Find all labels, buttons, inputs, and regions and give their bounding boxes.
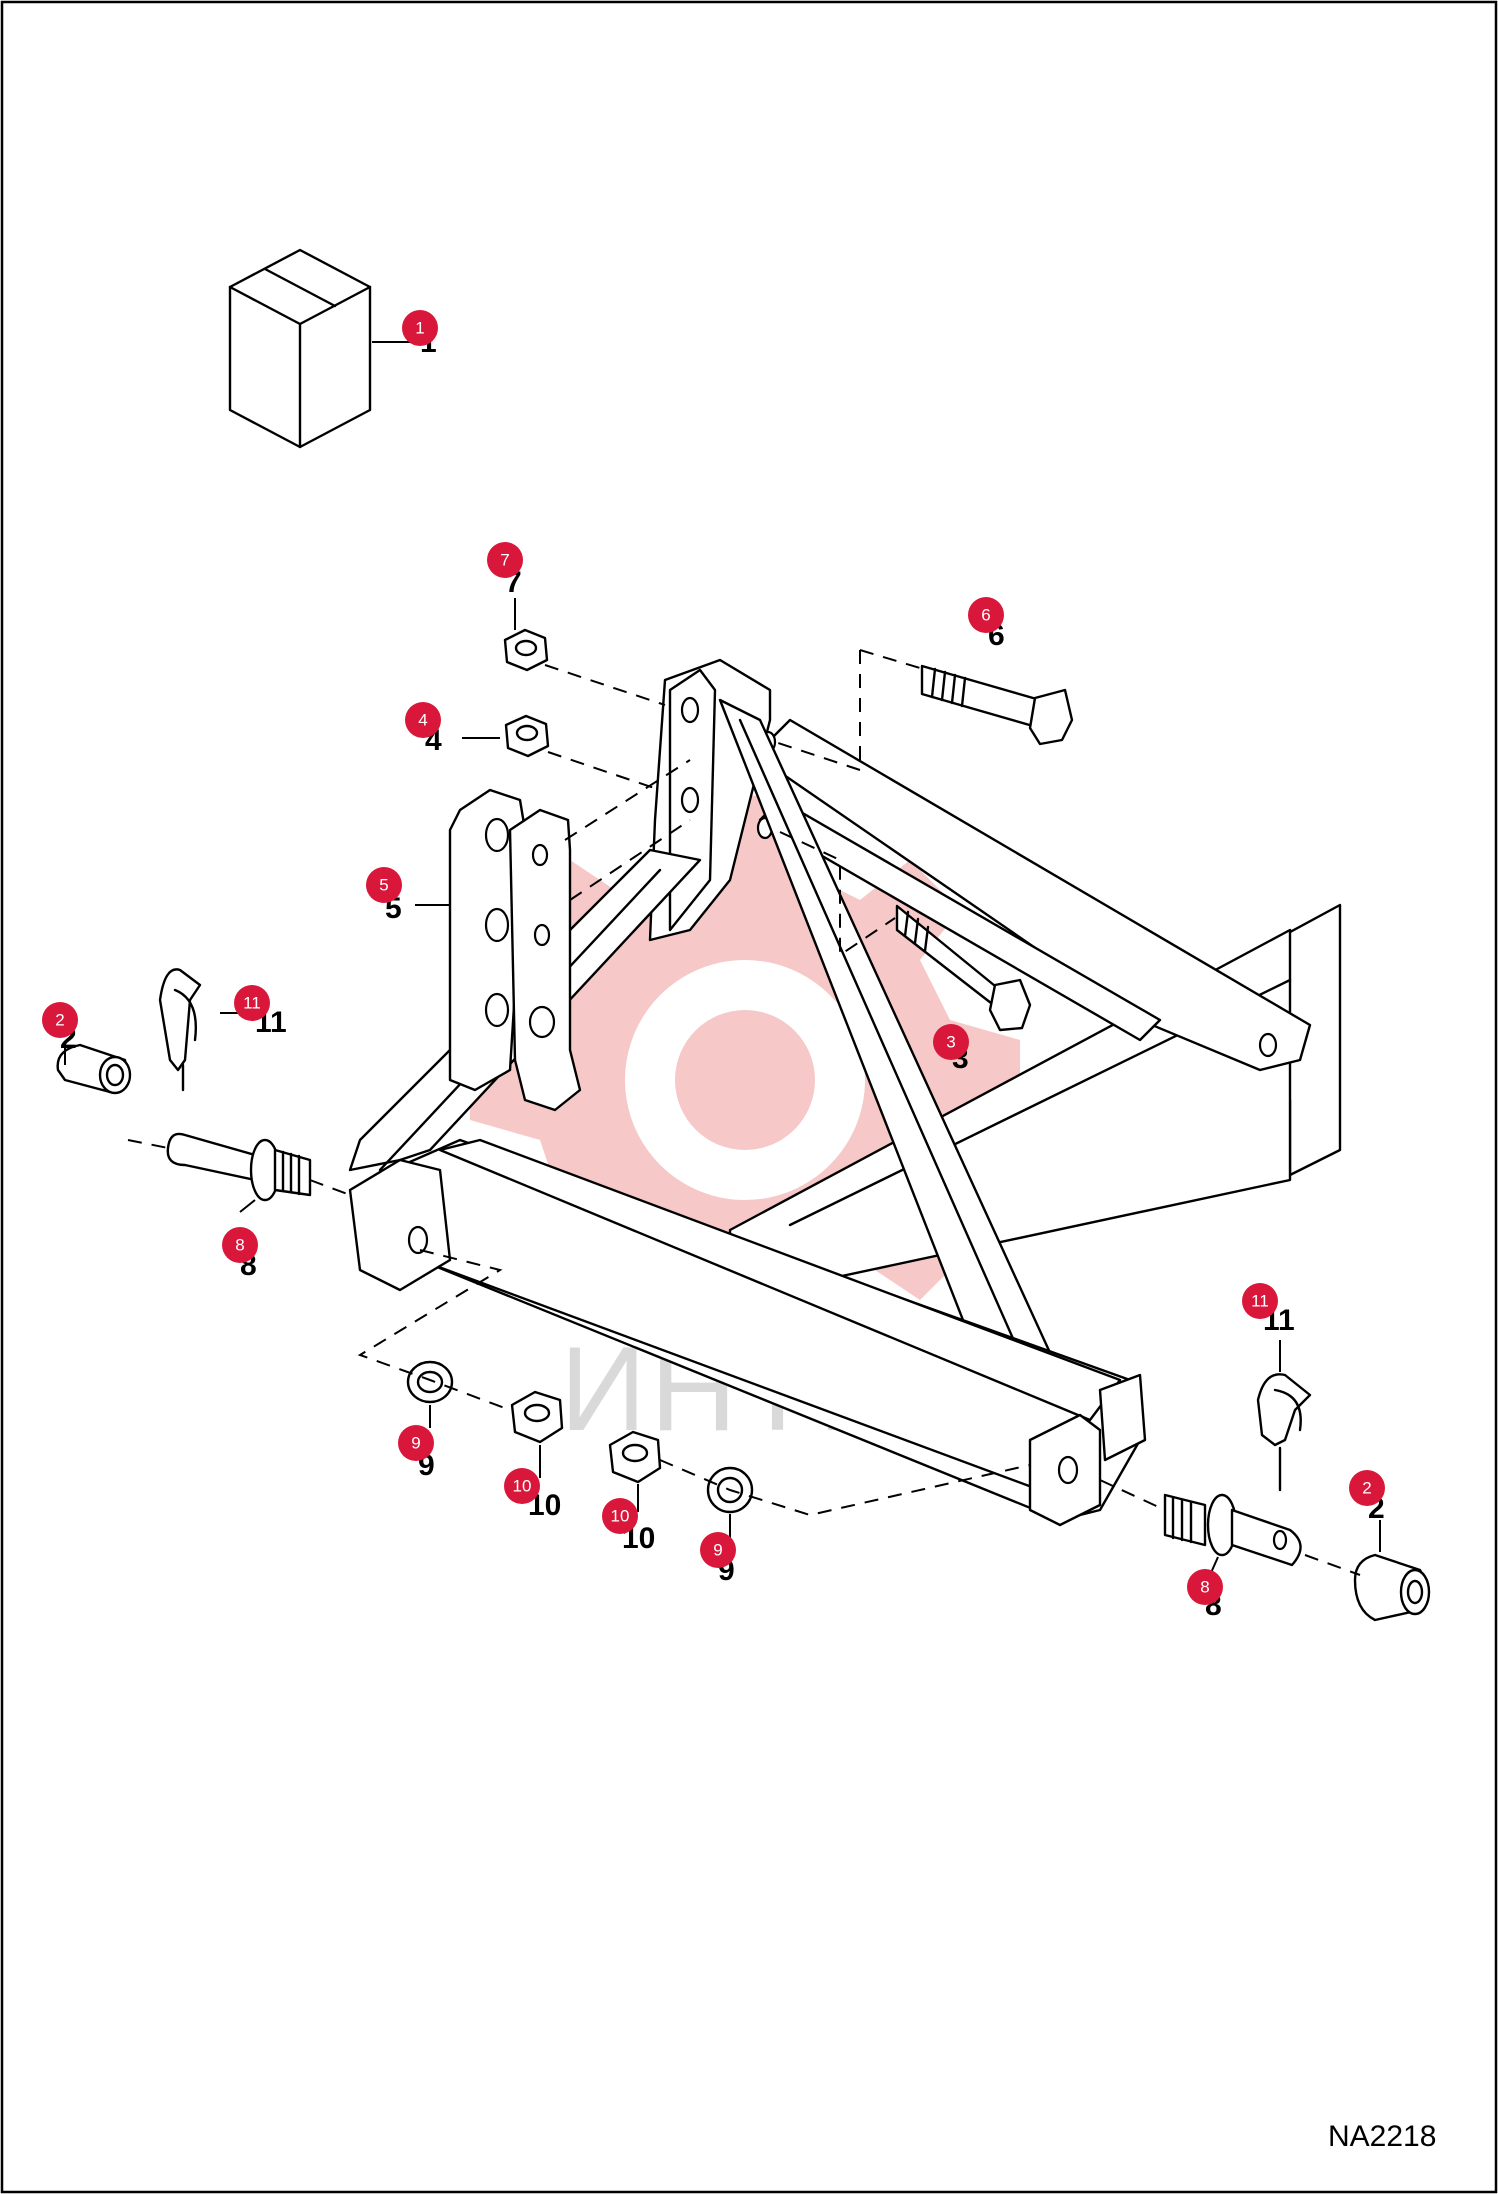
svg-text:9: 9	[411, 1434, 420, 1453]
badge-8b[interactable]: 8	[1187, 1569, 1223, 1605]
svg-text:6: 6	[981, 606, 990, 625]
hitch-frame	[348, 658, 1342, 1527]
part-10-nut-left	[510, 1390, 564, 1444]
badge-9a[interactable]: 9	[398, 1425, 434, 1461]
badge-2a[interactable]: 2	[42, 1002, 78, 1038]
svg-text:8: 8	[1200, 1578, 1209, 1597]
assembly-lines	[127, 649, 1361, 1576]
svg-text:2: 2	[55, 1011, 64, 1030]
svg-text:8: 8	[235, 1236, 244, 1255]
svg-text:9: 9	[713, 1541, 722, 1560]
part-9-washer-left	[406, 1360, 454, 1404]
part-5-link-plates	[448, 788, 582, 1112]
badge-10a[interactable]: 10	[504, 1468, 540, 1504]
part-1-box	[228, 248, 372, 449]
badge-9b[interactable]: 9	[700, 1532, 736, 1568]
part-2-bushing-right	[1353, 1553, 1431, 1622]
badge-1[interactable]: 1	[402, 310, 438, 346]
badge-2b[interactable]: 2	[1349, 1470, 1385, 1506]
part-7-nut	[503, 628, 549, 672]
svg-text:5: 5	[379, 876, 388, 895]
badge-10b[interactable]: 10	[602, 1498, 638, 1534]
part-4-nut	[504, 714, 550, 758]
svg-text:11: 11	[243, 994, 261, 1013]
part-10-nut-right	[608, 1430, 662, 1484]
svg-text:2: 2	[1362, 1479, 1371, 1498]
badge-11b[interactable]: 11	[1242, 1283, 1278, 1319]
badge-4[interactable]: 4	[405, 702, 441, 738]
part-6-bolt	[920, 664, 1074, 746]
badge-8a[interactable]: 8	[222, 1227, 258, 1263]
svg-text:10: 10	[513, 1477, 532, 1496]
part-8-pin-right	[1163, 1493, 1302, 1567]
badge-5[interactable]: 5	[366, 867, 402, 903]
part-11-lynch-pin-right	[1256, 1373, 1312, 1492]
part-2-bushing-left	[56, 1043, 132, 1095]
svg-text:11: 11	[1251, 1292, 1269, 1311]
svg-text:1: 1	[415, 319, 424, 338]
svg-text:4: 4	[418, 711, 427, 730]
part-11-lynch-pin-left	[158, 968, 202, 1092]
badge-3[interactable]: 3	[933, 1024, 969, 1060]
badge-6[interactable]: 6	[968, 597, 1004, 633]
badge-7[interactable]: 7	[487, 542, 523, 578]
part-3-bolt	[895, 904, 1032, 1032]
part-8-pin-left	[166, 1132, 312, 1202]
svg-text:3: 3	[946, 1033, 955, 1052]
badge-11a[interactable]: 11	[234, 985, 270, 1021]
drawing-code: NA2218	[1328, 2120, 1436, 2153]
svg-text:7: 7	[500, 551, 509, 570]
svg-text:10: 10	[611, 1507, 630, 1526]
